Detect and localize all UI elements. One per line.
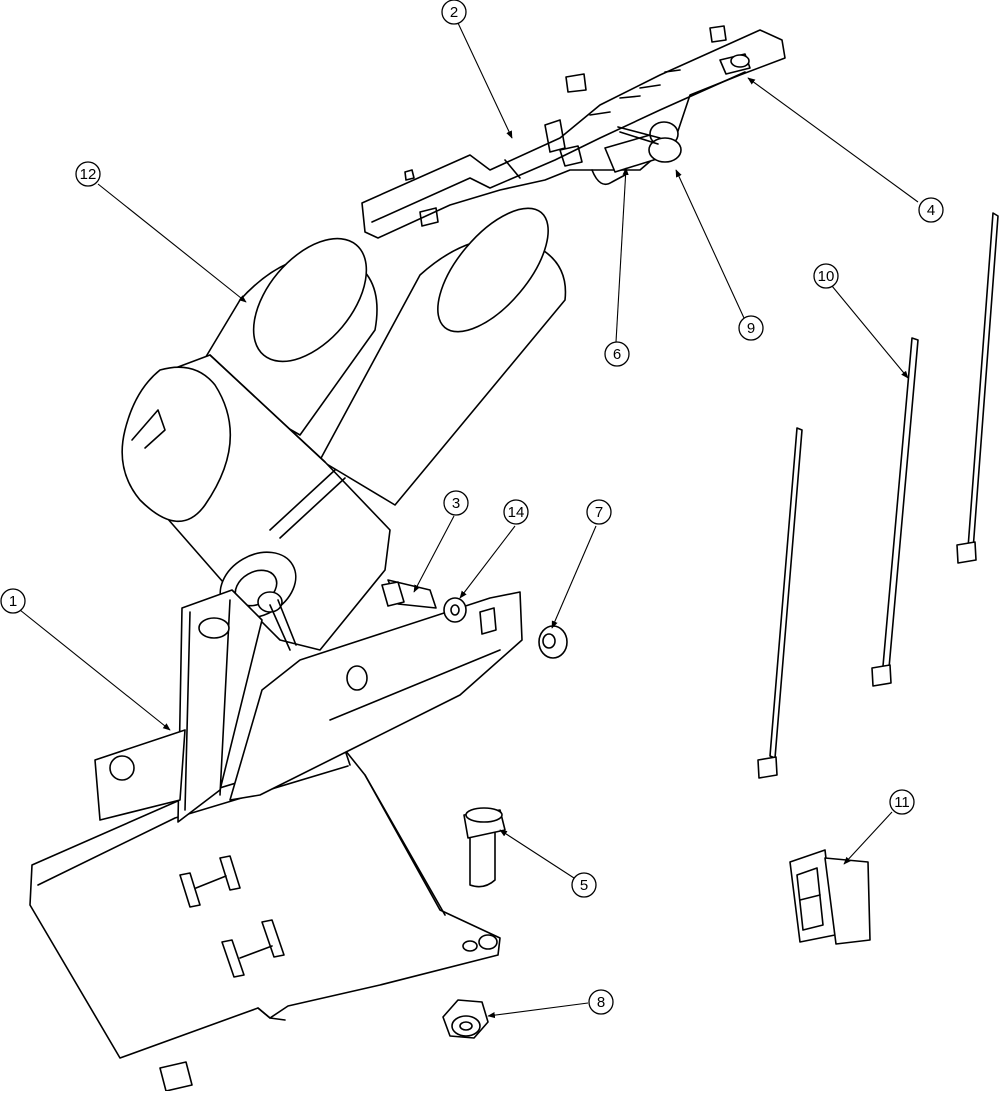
callout-4-label: 4 [927, 202, 935, 219]
callout-9: 9 [738, 315, 764, 341]
callout-11: 11 [889, 789, 915, 815]
callout-10-label: 10 [818, 268, 835, 285]
callout-5-label: 5 [580, 877, 588, 894]
callout-1-label: 1 [9, 593, 17, 610]
washer-part-14 [443, 597, 467, 623]
rocker-switch-part-11 [789, 849, 871, 945]
callout-6-label: 6 [613, 346, 621, 363]
actuator-motor-part-12 [121, 207, 567, 651]
callout-12: 12 [75, 161, 101, 187]
bolt-part-3 [381, 579, 437, 609]
lock-nut-part-8 [442, 999, 489, 1039]
callout-7-label: 7 [595, 504, 603, 521]
callout-7: 7 [586, 499, 612, 525]
nut-part-7 [538, 625, 568, 659]
callout-10: 10 [813, 263, 839, 289]
callout-8: 8 [588, 989, 614, 1015]
callout-leaders [19, 22, 919, 1019]
callout-3: 3 [443, 490, 469, 516]
pedal-bracket-part-2 [361, 25, 786, 239]
callout-2: 2 [441, 0, 467, 25]
callout-1: 1 [0, 588, 26, 614]
cable-ties-part-10 [757, 212, 999, 779]
callout-2-label: 2 [450, 4, 458, 21]
callout-3-label: 3 [452, 495, 460, 512]
callout-11-label: 11 [894, 794, 910, 811]
callout-9-label: 9 [747, 320, 755, 337]
callout-6: 6 [604, 341, 630, 367]
callout-8-label: 8 [597, 994, 605, 1011]
callout-14-label: 14 [508, 504, 525, 521]
callout-5: 5 [571, 872, 597, 898]
bolt-part-5 [463, 807, 506, 888]
callout-12-label: 12 [80, 166, 97, 183]
mounting-bracket-part-1 [29, 589, 523, 1092]
callout-4: 4 [918, 197, 944, 223]
callout-14: 14 [503, 499, 529, 525]
